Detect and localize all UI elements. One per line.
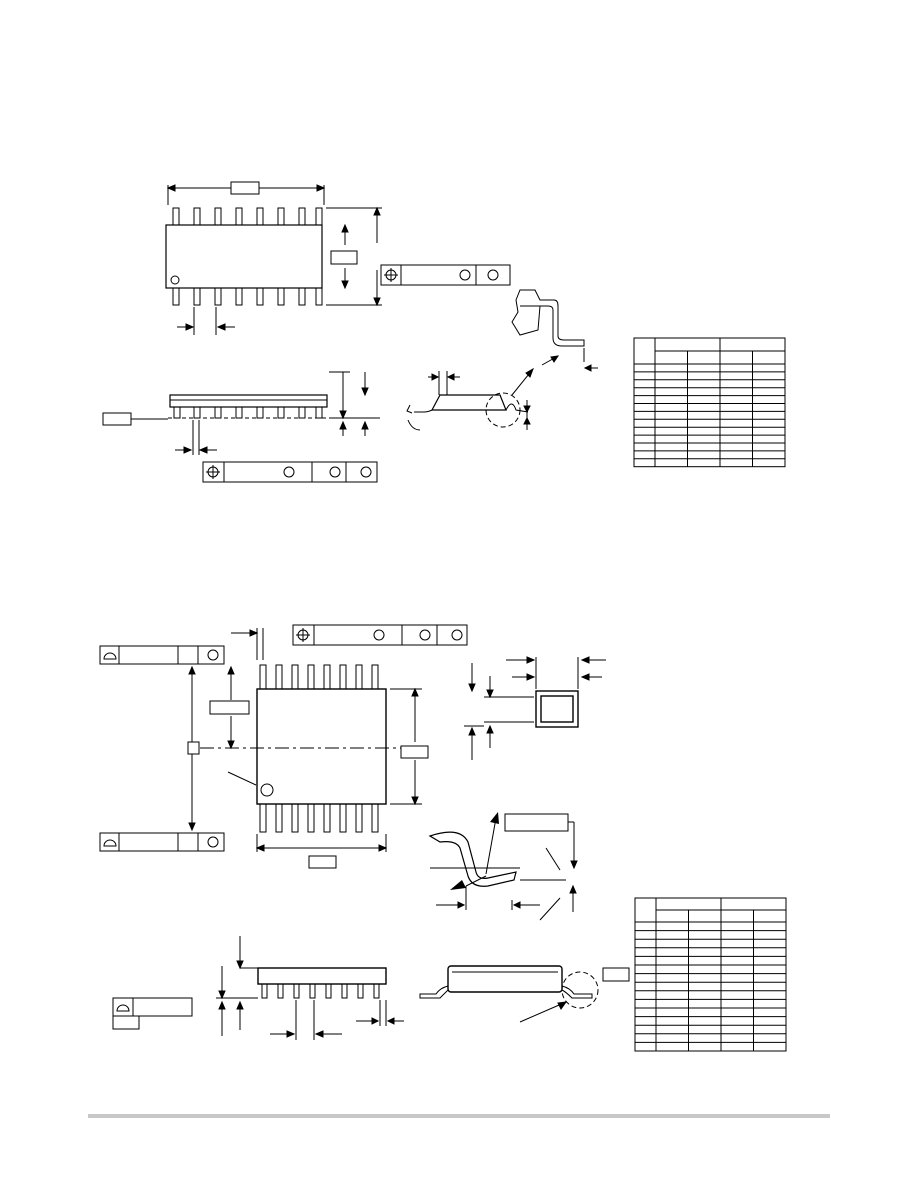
upper-lead-detail	[511, 289, 598, 372]
upper-top-leads	[172, 207, 323, 226]
lower-package-end-view	[419, 965, 630, 1023]
lower-package-body	[256, 688, 387, 805]
lower-left-frame-bottom	[99, 832, 225, 852]
circle-modifier-icon	[451, 629, 463, 641]
detail-circle	[485, 392, 521, 428]
half-width-box	[209, 700, 250, 715]
circle-modifier-icon	[459, 269, 471, 281]
table-frame	[633, 337, 786, 468]
width-dimension-box	[330, 250, 358, 265]
flatness-icon	[103, 652, 117, 660]
footer-rule	[88, 1114, 830, 1118]
lower-side-leads	[261, 983, 380, 999]
circle-modifier-icon	[207, 649, 219, 661]
lower-top-leads	[259, 664, 379, 690]
flatness-icon	[116, 1004, 130, 1012]
flatness-icon	[103, 839, 117, 847]
lower-package-side-view	[216, 936, 404, 1040]
lower-length-box	[308, 855, 337, 869]
circle-modifier-icon	[329, 466, 341, 478]
lower-dimension-table	[634, 897, 787, 1052]
pin1-indicator	[260, 783, 274, 797]
side-leads	[173, 406, 323, 419]
upper-bottom-leads	[172, 287, 323, 306]
position-icon	[206, 465, 220, 479]
upper-dimension-table	[633, 337, 786, 468]
circle-modifier-icon	[419, 629, 431, 641]
position-icon	[296, 628, 310, 642]
gauge-plane-box	[504, 813, 569, 832]
pin1-indicator	[170, 275, 180, 285]
upper-package-side-view	[102, 371, 380, 455]
circle-modifier-icon	[207, 836, 219, 848]
seating-datum-box	[112, 1015, 140, 1030]
lower-package-top-view	[187, 628, 429, 869]
upper-package-top-view	[165, 181, 382, 335]
detail-label-box	[602, 967, 630, 982]
detail-circle	[561, 971, 599, 1009]
lower-left-frame-top	[99, 645, 225, 665]
table-frame	[634, 897, 787, 1052]
lower-bottom-leads	[259, 803, 379, 833]
upper-package-body	[165, 224, 323, 289]
circle-modifier-icon	[360, 466, 372, 478]
lower-flatness-frame	[112, 997, 193, 1030]
seating-plane-datum-box	[102, 412, 132, 426]
lower-lead-section	[464, 656, 606, 760]
lower-lead-form-detail	[428, 812, 578, 921]
body-length-box	[400, 745, 429, 759]
position-icon	[384, 268, 398, 282]
side-body	[169, 394, 328, 408]
length-dimension-box	[230, 181, 260, 195]
circle-modifier-icon	[487, 269, 499, 281]
lower-top-position-frame	[292, 624, 468, 646]
circle-modifier-icon	[373, 629, 385, 641]
datum-box	[187, 741, 200, 755]
upper-package-end-view	[406, 367, 534, 431]
upper-position-frame	[380, 264, 511, 286]
upper-side-position-frame	[202, 461, 378, 483]
circle-modifier-icon	[283, 466, 295, 478]
